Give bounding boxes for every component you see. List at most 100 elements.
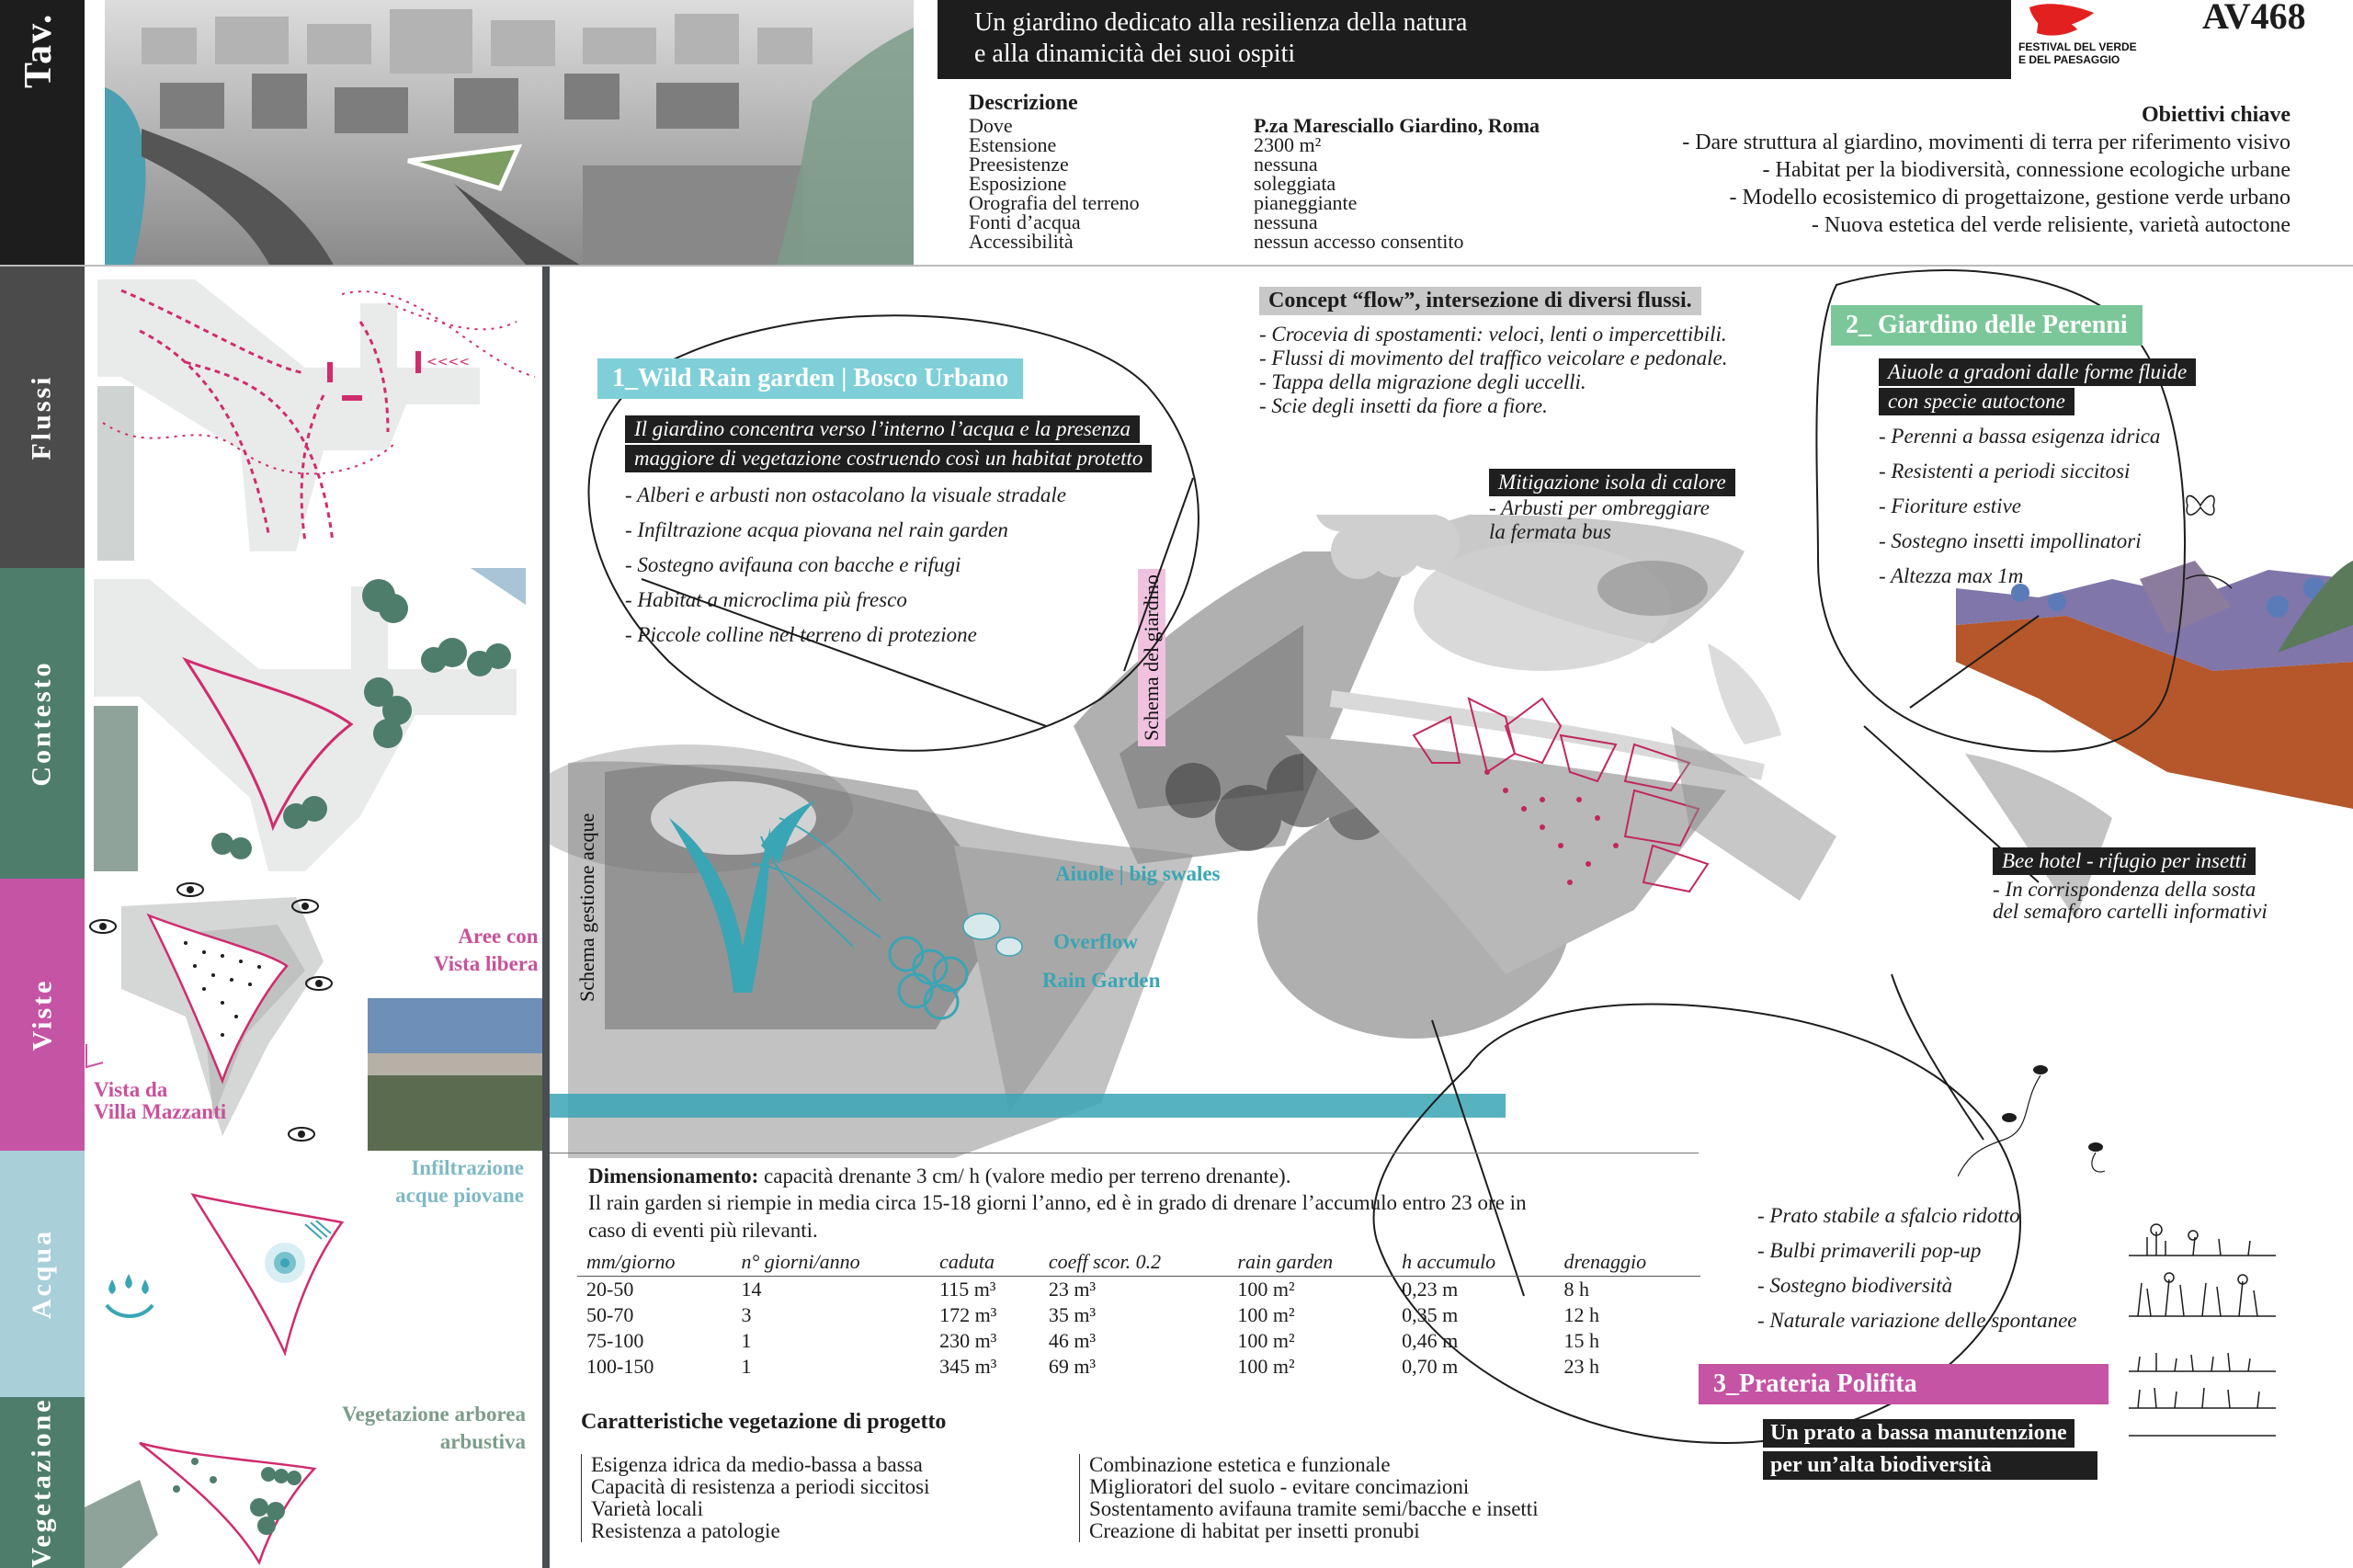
- dim-table-cell: 15 h: [1563, 1329, 1600, 1352]
- descrizione-key: Dove: [969, 114, 1013, 137]
- descrizione-heading: Descrizione: [969, 91, 1078, 115]
- section3-lead-line2: per un’alta biodiversità: [1763, 1451, 2097, 1480]
- viste-diagram: [85, 879, 542, 1151]
- descrizione-key: Orografia del terreno: [969, 191, 1140, 214]
- panel-vegetazione: Vegetazione arborea arbustiva: [85, 1397, 542, 1568]
- section3-title: 3_Prateria Polifita: [1699, 1364, 2109, 1404]
- header-title-bar: Un giardino dedicato alla resilienza del…: [938, 0, 2353, 79]
- festival-logo: FESTIVAL DEL VERDE E DEL PAESAGGIO: [2011, 0, 2158, 79]
- band-contesto: Contesto: [0, 568, 85, 879]
- dim-line1: Dimensionamento: capacità drenante 3 cm/…: [588, 1164, 1700, 1189]
- bee-icons: [1958, 1065, 2106, 1176]
- dim-table-cell: 100 m²: [1237, 1329, 1295, 1352]
- rain-garden-label: Rain Garden: [1042, 969, 1161, 992]
- concept-item: - Flussi di movimento del traffico veico…: [1259, 347, 1728, 369]
- descrizione-row: Dove P.za Maresciallo Giardino, Roma: [969, 114, 1631, 137]
- veg-col2-item: Miglioratori del suolo - evitare concima…: [1089, 1475, 1470, 1498]
- dim-table-cell: 0,70 m: [1402, 1355, 1459, 1378]
- descrizione-value: P.za Maresciallo Giardino, Roma: [1254, 114, 1540, 137]
- section2-title: 2_ Giardino delle Perenni: [1831, 305, 2143, 346]
- viste-label-1-line1: Aree con: [458, 925, 539, 948]
- dim-table-cell: 3: [741, 1303, 752, 1326]
- dim-table-cell: 115 m³: [939, 1278, 996, 1301]
- dim-table-cell: 1: [741, 1355, 752, 1378]
- acqua-label: Infiltrazione acque piovane: [360, 1154, 524, 1210]
- dim-lead-bold: Dimensionamento:: [588, 1165, 759, 1187]
- dim-table-cell: 75-100: [586, 1329, 644, 1352]
- section1-block: Il giardino concentra verso l’interno l’…: [625, 415, 1250, 653]
- dim-table-header: coeff scor. 0.2: [1039, 1248, 1229, 1277]
- descrizione-value: 2300 m²: [1254, 133, 1322, 156]
- section3-item: - Sostegno biodiversità: [1757, 1274, 1953, 1297]
- section3-lead-line1: Un prato a bassa manutenzione: [1763, 1419, 2075, 1448]
- obiettivi-item: - Dare struttura al giardino, movimenti …: [1682, 131, 2290, 154]
- veg-label-line2: arbustiva: [439, 1430, 526, 1453]
- dim-table-header: mm/giorno: [577, 1248, 733, 1277]
- dim-table-cell: 69 m³: [1048, 1355, 1097, 1378]
- beehotel-block: Bee hotel - rifugio per insetti - In cor…: [1993, 847, 2324, 923]
- dim-table-header: n° giorni/anno: [732, 1248, 931, 1277]
- header-title-line2: e alla dinamicità dei suoi ospiti: [974, 40, 1296, 68]
- section1-item: - Habitat a microclima più fresco: [625, 588, 907, 611]
- flussi-diagram: <<<<: [85, 267, 542, 568]
- panel-viste: Aree con Vista libera Vista da Villa Maz…: [85, 879, 542, 1151]
- header-title-line1: Un giardino dedicato alla resilienza del…: [974, 8, 1468, 37]
- dim-table-cell: 0,46 m: [1402, 1329, 1459, 1352]
- section1-lead-line2: maggiore di vegetazione costruendo così …: [625, 445, 1153, 472]
- panel-acqua: Infiltrazione acque piovane: [85, 1151, 542, 1397]
- eye-icons: [89, 882, 333, 1142]
- section1-title: 1_Wild Rain garden | Bosco Urbano: [597, 358, 1024, 399]
- veg-label: Vegetazione arborea arbustiva: [305, 1401, 526, 1456]
- svg-text:<<<<: <<<<: [426, 355, 470, 369]
- dim-table-cell: 12 h: [1563, 1303, 1600, 1326]
- band-viste: Viste: [0, 879, 85, 1151]
- dim-table-cell: 345 m³: [939, 1355, 997, 1378]
- vegetazione-diagram: [85, 1397, 542, 1568]
- concept-item: - Crocevia di spostamenti: veloci, lenti…: [1259, 323, 1727, 346]
- concept-item: - Tappa della migrazione degli uccelli.: [1259, 370, 1586, 393]
- vegetazione-col1: Esigenza idrica da medio-bassa a bassa C…: [581, 1454, 930, 1542]
- header-divider: [0, 265, 2353, 267]
- band-contesto-label: Contesto: [27, 660, 58, 787]
- aiuole-label: Aiuole | big swales: [1055, 862, 1221, 885]
- dimensionamento-block: Dimensionamento: capacità drenante 3 cm/…: [588, 1164, 1700, 1244]
- obiettivi-item: - Habitat per la biodiversità, connessio…: [1762, 158, 2290, 182]
- section2-item: - Resistenti a periodi siccitosi: [1879, 460, 2131, 483]
- veg-col1-item: Capacità di resistenza a periodi siccito…: [591, 1475, 930, 1498]
- tav-band: Tav.: [0, 0, 85, 267]
- header-title: Un giardino dedicato alla resilienza del…: [974, 7, 1467, 70]
- acqua-label-line2: acque piovane: [395, 1184, 524, 1207]
- mitigazione-title: Mitigazione isola di calore: [1489, 469, 1735, 496]
- section2-lead-line1: Aiuole a gradoni dalle forme fluide: [1879, 358, 2197, 386]
- band-acqua-label: Acqua: [27, 1228, 58, 1320]
- viste-label-2: Vista da Villa Mazzanti: [94, 1079, 226, 1123]
- dim-text2: Il rain garden si riempie in media circa…: [588, 1191, 1527, 1214]
- vegetazione-col2: Combinazione estetica e funzionale Migli…: [1079, 1454, 1539, 1542]
- mitigazione-block: Mitigazione isola di calore - Arbusti pe…: [1489, 469, 1765, 544]
- section2-item: - Perenni a bassa esigenza idrica: [1879, 425, 2161, 448]
- descrizione-block: Descrizione Dove P.za Maresciallo Giardin…: [969, 90, 1631, 252]
- viste-label-1-line2: Vista libera: [434, 952, 539, 975]
- dim-table-header: caduta: [930, 1248, 1040, 1277]
- descrizione-value: nessuna: [1254, 210, 1318, 233]
- section3-item: - Naturale variazione delle spontanee: [1757, 1309, 2077, 1332]
- dim-table-cell: 50-70: [586, 1303, 634, 1326]
- dim-table-header: h accumulo: [1392, 1248, 1555, 1277]
- beehotel-line1: - In corrispondenza della sosta: [1993, 878, 2256, 901]
- dim-table-cell: 1: [741, 1329, 752, 1352]
- veg-col1-item: Esigenza idrica da medio-bassa a bassa: [591, 1453, 923, 1476]
- project-code: AV468: [2202, 0, 2306, 37]
- section1-item: - Sostegno avifauna con bacche e rifugi: [625, 553, 961, 576]
- band-flussi-label: Flussi: [27, 374, 57, 460]
- aerial-photo: [105, 0, 914, 267]
- dim-table-cell: 0,35 m: [1402, 1303, 1459, 1326]
- veg-col2-item: Sostentamento avifauna tramite semi/bacc…: [1089, 1497, 1539, 1520]
- descrizione-value: soleggiata: [1254, 172, 1336, 195]
